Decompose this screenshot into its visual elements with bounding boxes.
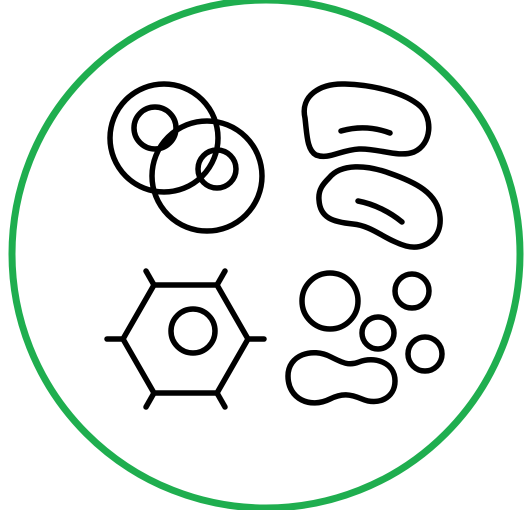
cell-cluster-icon: [285, 270, 445, 406]
bean-shaped-cells-icon: [301, 81, 443, 250]
blood-cells-icon: [107, 81, 265, 234]
badge-ring: [8, 0, 524, 510]
hexagonal-cell-icon: [104, 268, 267, 410]
